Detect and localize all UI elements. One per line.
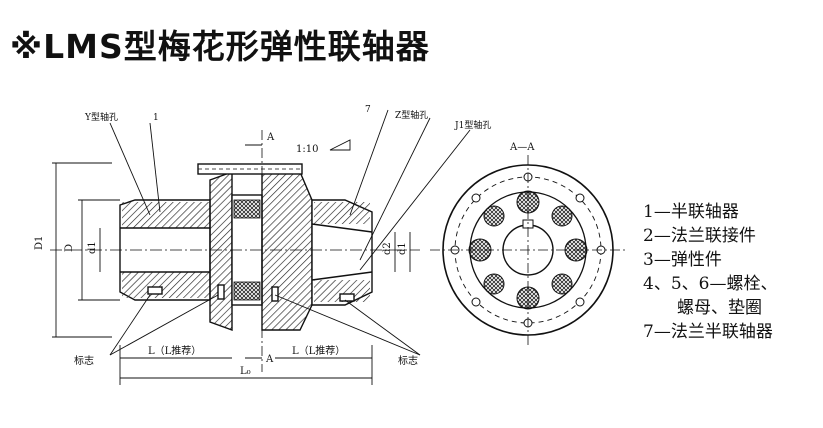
left-flange <box>209 171 233 331</box>
section-view <box>430 155 626 345</box>
left-hub-hatch-bottom <box>122 272 210 298</box>
y-hole-label: Y型轴孔 <box>84 111 118 123</box>
mark-label-right: 标志 <box>398 354 418 367</box>
right-flange <box>261 171 313 331</box>
parts-legend: 1—半联轴器 2—法兰联接件 3—弹性件 4、5、6—螺栓、 螺母、垫圈 7—法… <box>643 200 777 344</box>
mark-label-left: 标志 <box>74 354 94 367</box>
mark-box-left <box>147 286 163 295</box>
legend-item: 3—弹性件 <box>643 250 722 270</box>
page-title: ※LMS型梅花形弹性联轴器 <box>10 27 430 66</box>
legend-item: 1—半联轴器 <box>643 202 739 222</box>
dim-d2: d2 <box>382 242 393 255</box>
section-aa-title: A—A <box>509 142 535 153</box>
dim-d1-left: d1 <box>87 241 98 254</box>
dim-L-right: L（L推荐） <box>292 344 345 357</box>
dim-L0: L₀ <box>240 366 251 377</box>
taper-label: 1:10 <box>296 144 318 155</box>
legend-item: 螺母、垫圈 <box>643 298 762 318</box>
side-view <box>50 130 420 372</box>
j1-hole-label: J1型轴孔 <box>454 119 491 131</box>
dim-D: D <box>64 244 75 252</box>
legend-item: 7—法兰半联轴器 <box>643 322 773 342</box>
left-hub-hatch-top <box>122 202 210 228</box>
z-hole-label: Z型轴孔 <box>395 109 428 121</box>
legend-item: 4、5、6—螺栓、 <box>643 274 778 294</box>
mark-box-right <box>339 293 355 302</box>
dimension-lines <box>52 109 471 385</box>
dim-d1-right: d1 <box>397 242 408 255</box>
part-1-label: 1 <box>153 113 159 123</box>
section-a-top: A <box>266 132 275 143</box>
part-7-label: 7 <box>365 105 371 115</box>
section-a-bottom: A <box>265 354 274 365</box>
dim-D1: D1 <box>34 236 45 250</box>
legend-item: 2—法兰联接件 <box>643 226 756 246</box>
dim-L-left: L（L推荐） <box>148 344 201 357</box>
